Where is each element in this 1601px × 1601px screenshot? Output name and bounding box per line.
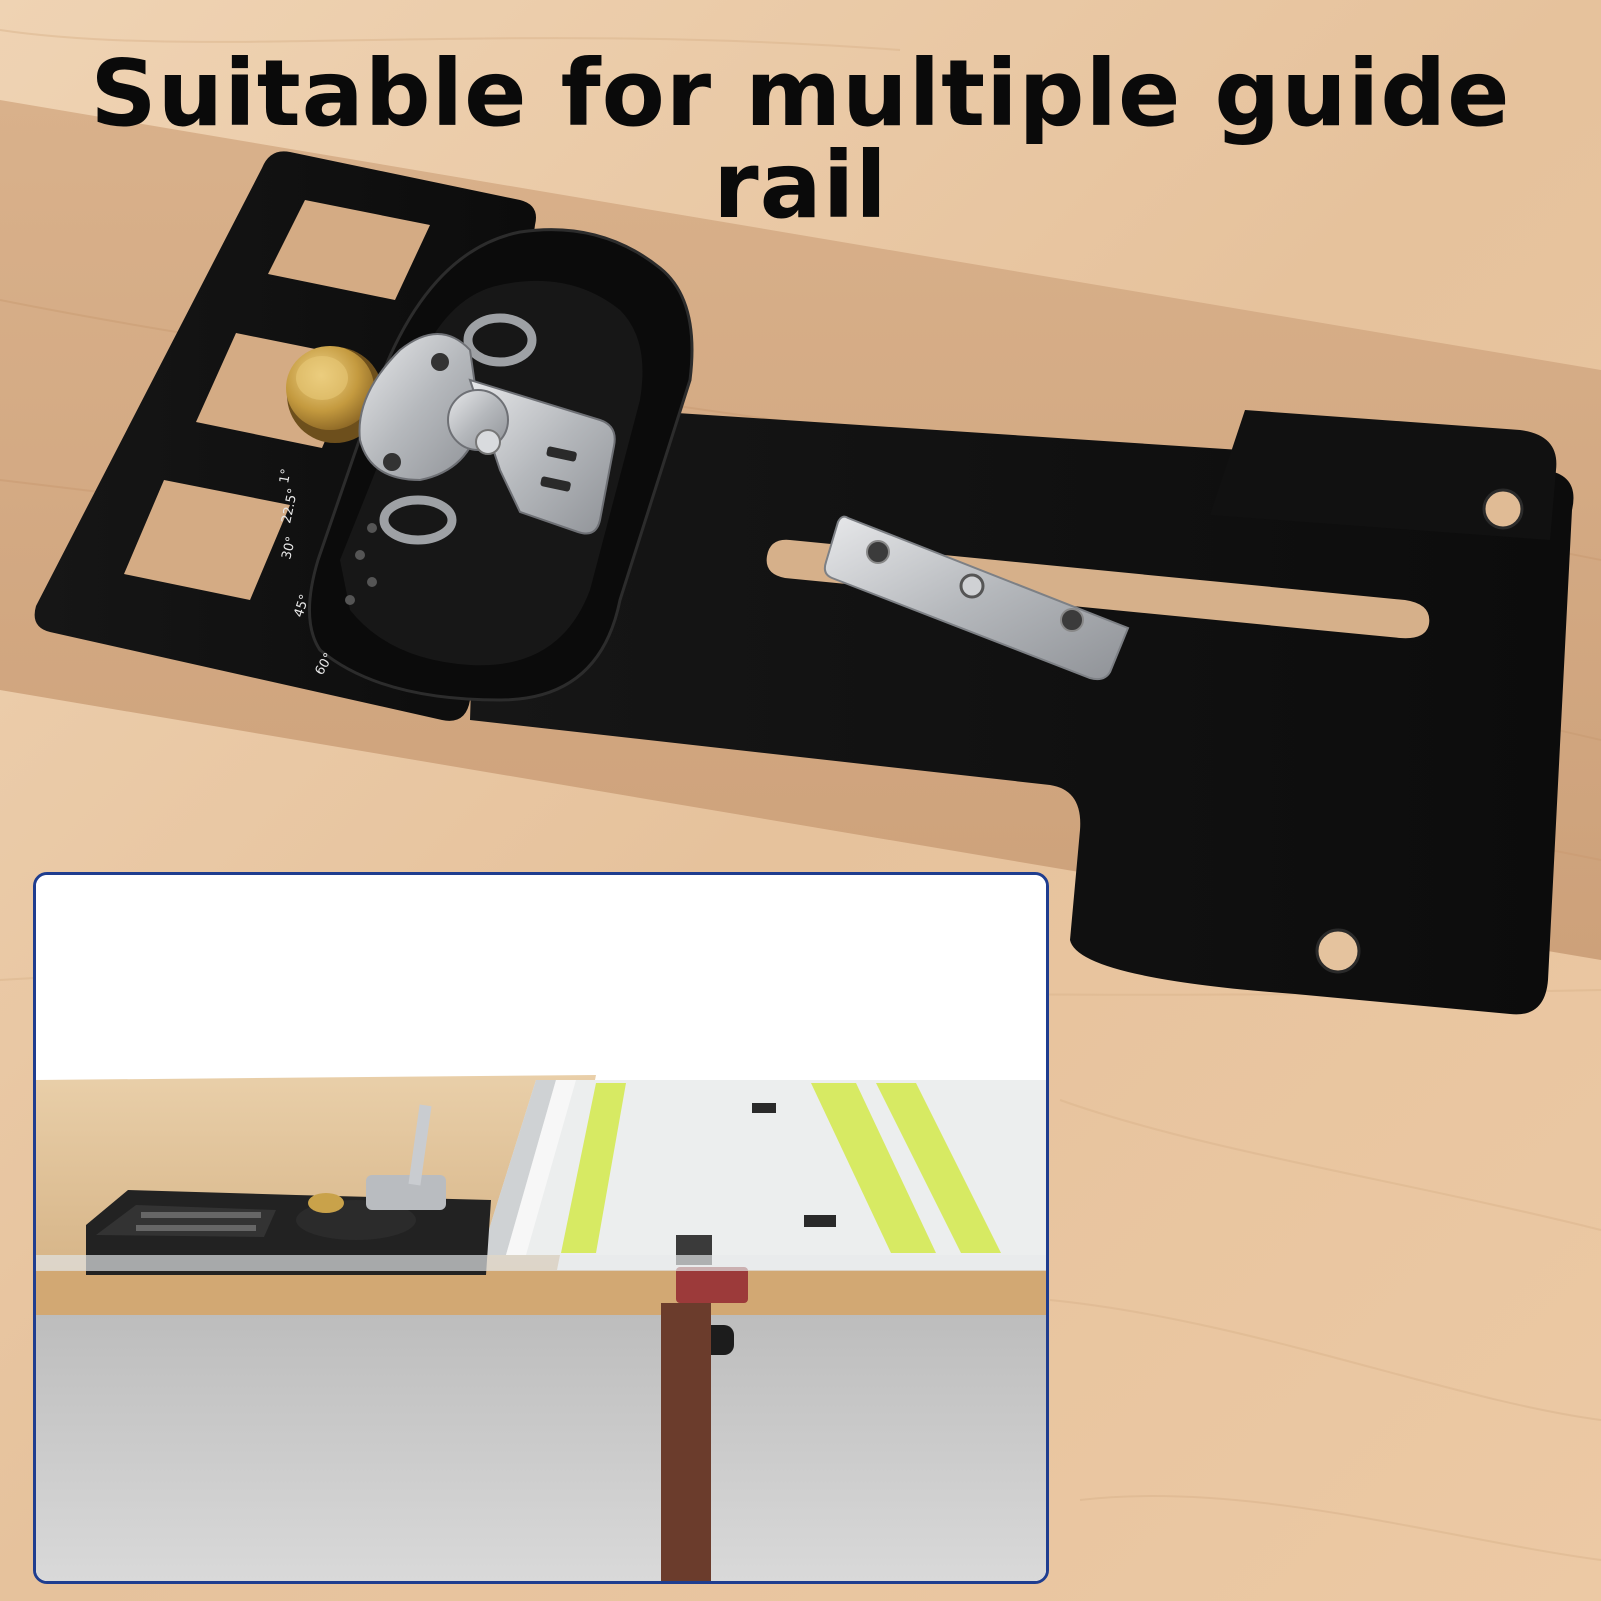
toggle-clamp-icon: [358, 313, 616, 545]
square-arm: [470, 400, 1574, 1015]
table-underside: [36, 1315, 1046, 1581]
angle-mark: 30°: [279, 535, 299, 561]
headline: Suitable for multiple guide rail: [90, 40, 1511, 239]
rail-stripe: [561, 1083, 626, 1253]
rail-clamp: [676, 1267, 748, 1303]
usage-illustration: [36, 875, 1046, 1581]
rail-stripe: [876, 1083, 1001, 1253]
mount-hole: [1482, 488, 1524, 530]
usage-inset: [33, 872, 1049, 1584]
slider-bar-icon: [823, 515, 1130, 681]
rail-stripe: [811, 1083, 936, 1253]
mount-hole: [1315, 928, 1361, 974]
angle-mark: 22.5°: [279, 487, 301, 525]
brass-knob-icon: [286, 346, 383, 443]
angle-mark: 1°: [277, 468, 294, 485]
tool-on-rail: [86, 1104, 491, 1275]
angle-mark: 45°: [292, 593, 313, 620]
